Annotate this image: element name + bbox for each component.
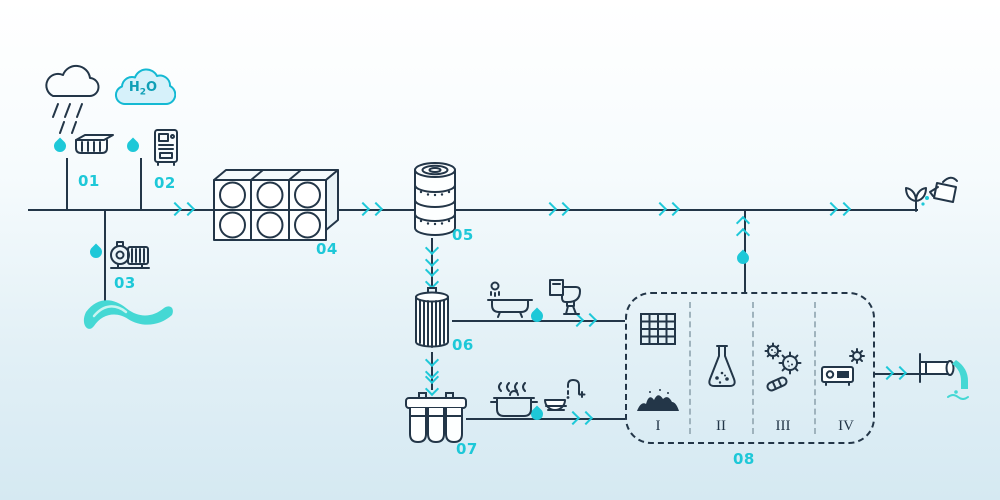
rain-cloud-svg (36, 58, 106, 148)
flow-arrow-down (424, 262, 440, 290)
dishwashing-icon (542, 378, 586, 418)
multi-stage-filter-svg (404, 390, 468, 448)
rain-cloud-icon (36, 58, 106, 148)
awg-inlet-line (140, 158, 142, 209)
rain-inlet-line (66, 158, 68, 209)
stage-divider (689, 302, 691, 434)
atmospheric-water-generator-icon (152, 128, 180, 166)
step-label-04: 04 (316, 240, 338, 258)
h2o-label: H2O (128, 80, 158, 98)
storage-tank-icon (412, 160, 458, 238)
chemical-flask-svg (706, 344, 738, 390)
flow-arrow-down (424, 240, 440, 268)
greywater-kitchen-line (466, 418, 625, 420)
chevron-icon (368, 201, 384, 217)
screen-grid-svg (639, 312, 677, 346)
chevron-icon (665, 201, 681, 217)
rain-gutter-icon (70, 132, 116, 158)
cooking-pot-svg (490, 382, 538, 418)
modular-water-tank-icon (210, 166, 342, 244)
step-label-07: 07 (456, 440, 478, 458)
step-label-06: 06 (452, 336, 474, 354)
h2o-cloud-icon (110, 64, 176, 114)
tank-to-filter-line (431, 238, 433, 288)
storage-tank-svg (412, 160, 458, 238)
flow-arrow (879, 365, 908, 381)
bathtub-shower-icon (486, 280, 534, 320)
step-label-02: 02 (154, 174, 176, 192)
microbes-icon (762, 340, 802, 392)
microbes-svg (762, 340, 802, 392)
water-drop-icon (734, 249, 752, 267)
water-pump-icon (108, 238, 152, 272)
flow-arrow (355, 201, 384, 217)
chevron-icon (555, 201, 571, 217)
atmospheric-water-generator-svg (152, 128, 180, 166)
cartridge-filter-icon (412, 286, 452, 352)
discharge-pipe-icon (914, 350, 972, 400)
main-supply-line (28, 209, 918, 211)
cooking-pot-icon (490, 382, 538, 418)
pump-suction-line (104, 211, 106, 303)
stage-numeral-4: IV (838, 418, 854, 434)
dishwashing-svg (542, 378, 586, 418)
stream-svg (83, 300, 173, 329)
stage-divider (814, 302, 816, 434)
filter-media-pile-icon (635, 388, 681, 412)
chevron-icon (180, 201, 196, 217)
watering-can-svg (902, 168, 966, 212)
chevron-icon (735, 227, 751, 243)
step-label-08: 08 (733, 450, 755, 468)
water-drop-icon (87, 243, 105, 261)
stage-numeral-3: III (775, 418, 791, 434)
rain-gutter-svg (70, 132, 116, 158)
treatment-unit-box: I II III IV (625, 292, 875, 444)
toilet-svg (544, 278, 586, 320)
step-label-03: 03 (114, 274, 136, 292)
chemical-flask-icon (706, 344, 738, 390)
chevron-icon (836, 201, 852, 217)
toilet-icon (544, 278, 586, 320)
cartridge-filter-svg (412, 286, 452, 352)
h2o-cloud-svg (110, 64, 176, 114)
step-label-05: 05 (452, 226, 474, 244)
discharge-line (875, 373, 919, 375)
step-label-01: 01 (78, 172, 100, 190)
stage-numeral-1: I (655, 418, 661, 434)
stage-divider (752, 302, 754, 434)
stream-icon (80, 292, 176, 344)
bathtub-shower-svg (486, 280, 534, 320)
sun-icon (850, 349, 864, 363)
water-pump-svg (108, 238, 152, 272)
multi-stage-filter-icon (404, 390, 468, 448)
chevron-icon (892, 365, 908, 381)
water-drop-icon (124, 137, 142, 155)
uv-disinfection-icon (820, 348, 866, 390)
flow-arrow (542, 201, 571, 217)
stage-numeral-2: II (716, 418, 726, 434)
uv-disinfection-svg (820, 348, 866, 390)
screen-grid-icon (639, 312, 677, 346)
plant-sprout-icon (906, 188, 926, 211)
watering-can-icon (902, 168, 966, 212)
modular-water-tank-svg (210, 166, 342, 244)
flow-arrow-up (735, 215, 751, 243)
flow-arrow (823, 201, 852, 217)
filter-to-filter-line (431, 352, 433, 390)
filter-media-pile-svg (637, 389, 679, 411)
flow-arrow (167, 201, 196, 217)
flow-arrow (652, 201, 681, 217)
discharge-pipe-svg (914, 350, 972, 400)
